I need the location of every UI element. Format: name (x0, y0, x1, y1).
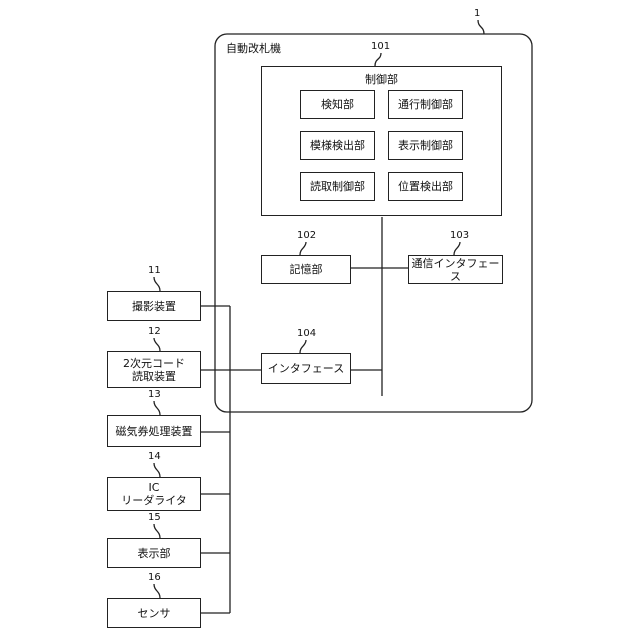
ref-camera: 11 (148, 265, 161, 277)
interface-box: インタフェース (261, 353, 351, 384)
leader-ic (154, 463, 160, 477)
comm-interface-label: 通信インタフェース (409, 257, 502, 283)
display-control-label: 表示制御部 (398, 139, 453, 152)
camera-device-label: 撮影装置 (132, 300, 176, 313)
ic-reader-writer-box: IC リーダライタ (107, 477, 201, 511)
leader-storage (300, 242, 306, 255)
position-detect-label: 位置検出部 (398, 180, 453, 193)
display-unit-label: 表示部 (138, 547, 171, 560)
magnetic-ticket-label: 磁気券処理装置 (116, 425, 193, 438)
control-unit-box: 制御部 (261, 66, 502, 216)
leader-interface (300, 340, 306, 353)
ref-comm-if: 103 (450, 230, 469, 242)
position-detect-box: 位置検出部 (388, 172, 463, 201)
ref-device: 1 (474, 8, 480, 20)
ic-reader-writer-label: IC リーダライタ (121, 481, 187, 507)
storage-unit-label: 記憶部 (290, 263, 323, 276)
control-unit-label: 制御部 (365, 73, 398, 86)
leader-device (478, 20, 484, 34)
ref-control: 101 (371, 41, 390, 53)
detect-unit-label: 検知部 (321, 98, 354, 111)
qr-reader-label: 2次元コード 読取装置 (123, 357, 185, 383)
ref-interface: 104 (297, 328, 316, 340)
ref-ic-rw: 14 (148, 451, 161, 463)
read-control-label: 読取制御部 (310, 180, 365, 193)
device-title: 自動改札機 (226, 42, 281, 55)
camera-device-box: 撮影装置 (107, 291, 201, 321)
leader-qr (154, 338, 160, 351)
read-control-box: 読取制御部 (300, 172, 375, 201)
ref-display: 15 (148, 512, 161, 524)
comm-interface-box: 通信インタフェース (408, 255, 503, 284)
qr-reader-box: 2次元コード 読取装置 (107, 351, 201, 388)
leader-camera (154, 277, 160, 291)
sensor-box: センサ (107, 598, 201, 628)
interface-label: インタフェース (268, 362, 344, 375)
leader-sensor (154, 584, 160, 598)
leader-comm-if (454, 242, 460, 255)
leader-magnetic (154, 401, 160, 415)
storage-unit-box: 記憶部 (261, 255, 351, 284)
pattern-detect-label: 模様検出部 (310, 139, 365, 152)
pattern-detect-box: 模様検出部 (300, 131, 375, 160)
leader-display (154, 524, 160, 538)
ref-magnetic: 13 (148, 389, 161, 401)
leader-control (375, 53, 381, 66)
display-control-box: 表示制御部 (388, 131, 463, 160)
magnetic-ticket-box: 磁気券処理装置 (107, 415, 201, 447)
ref-qr-reader: 12 (148, 326, 161, 338)
pass-control-box: 通行制御部 (388, 90, 463, 119)
sensor-label: センサ (138, 607, 171, 620)
display-unit-box: 表示部 (107, 538, 201, 568)
pass-control-label: 通行制御部 (398, 98, 453, 111)
ref-storage: 102 (297, 230, 316, 242)
ref-sensor: 16 (148, 572, 161, 584)
detect-unit-box: 検知部 (300, 90, 375, 119)
